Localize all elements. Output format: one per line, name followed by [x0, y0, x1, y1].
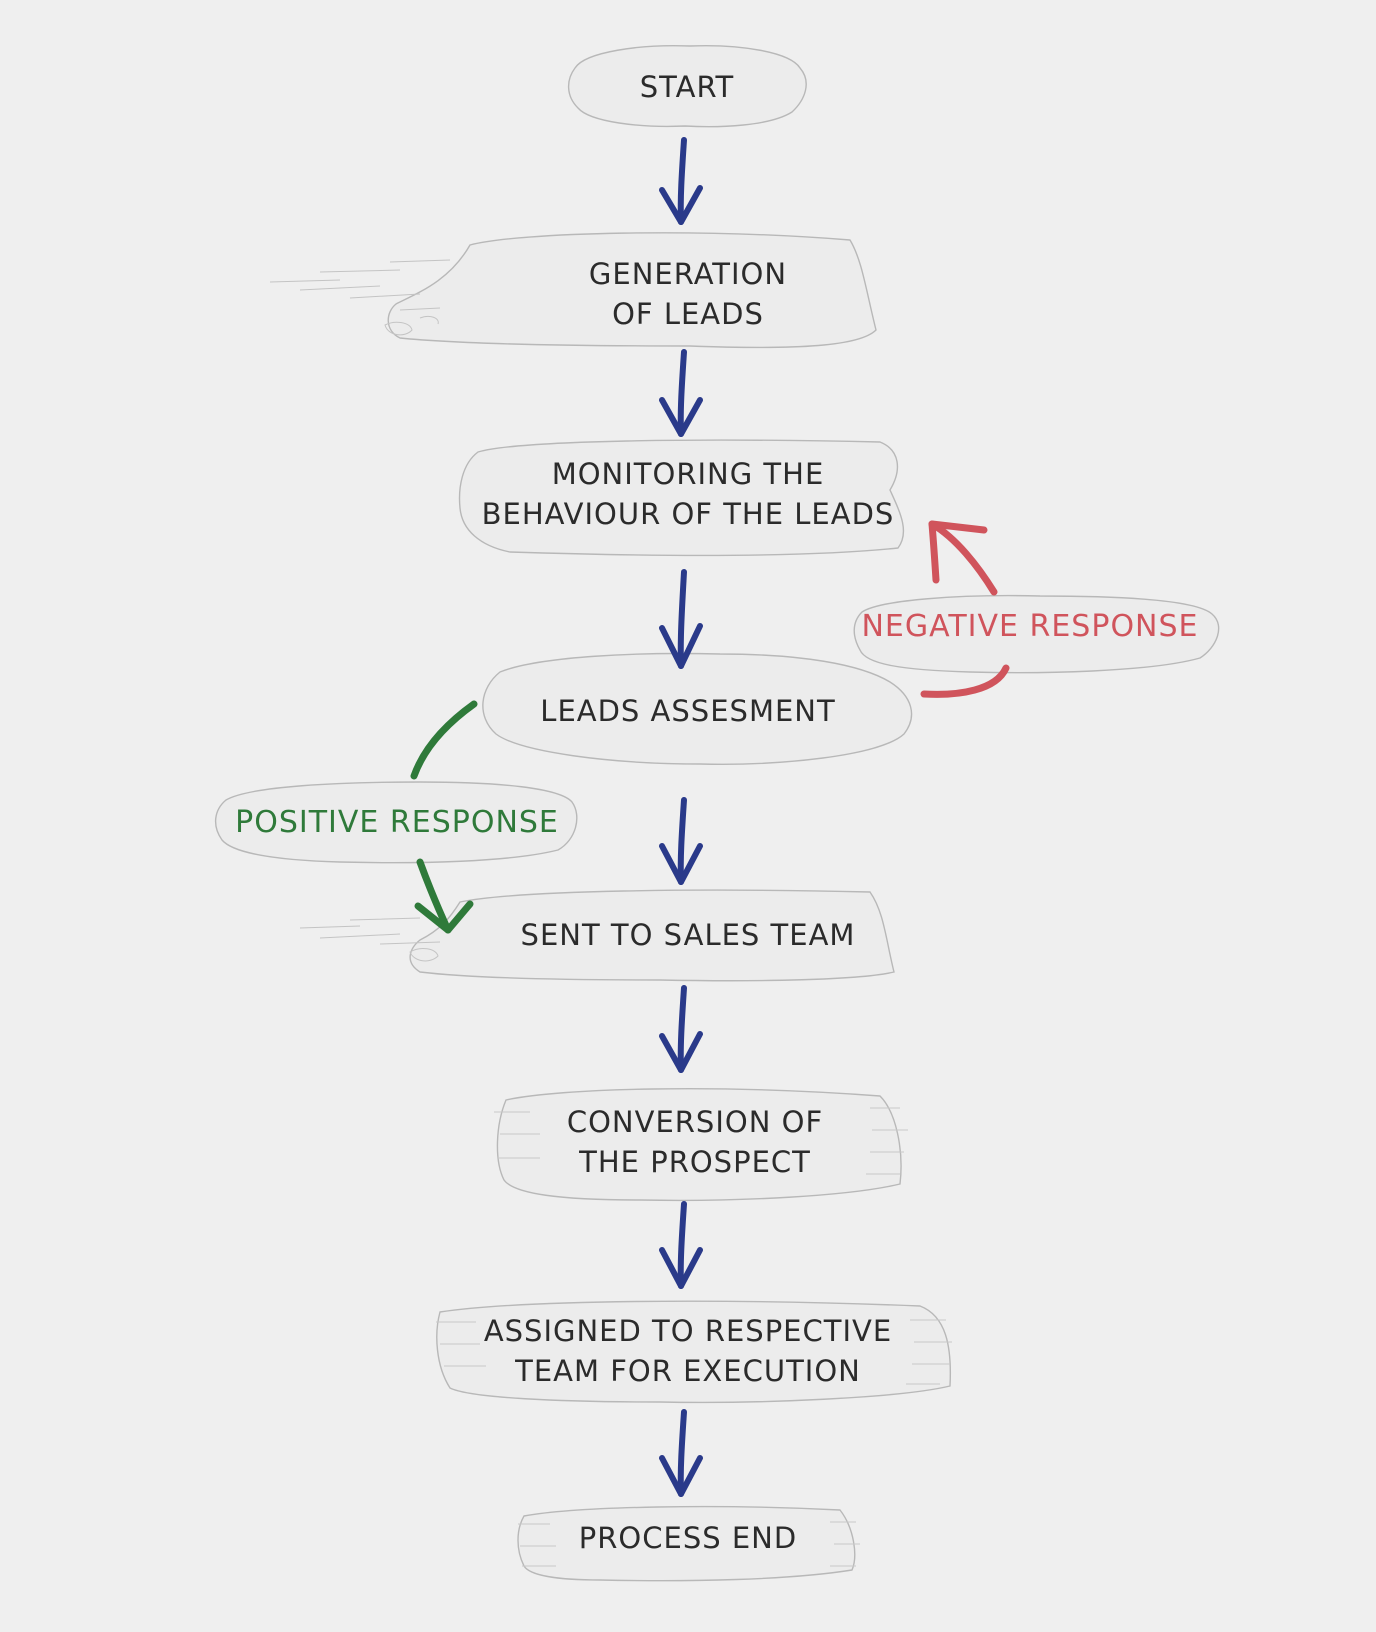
node-conversion-shape — [496, 1088, 902, 1202]
arrow-head — [659, 843, 703, 885]
node-assessment-shape — [482, 652, 913, 765]
arrow-shaft — [677, 137, 687, 225]
node-assigned-shape — [436, 1300, 952, 1404]
node-start-shape — [567, 45, 807, 128]
node-assessment-text: LEADS ASSESMENT — [540, 694, 835, 728]
arrow-head — [659, 623, 703, 669]
node-conversion-text-2: THE PROSPECT — [578, 1145, 811, 1179]
arrow-assigned-to-end — [659, 1409, 703, 1497]
arrow-head — [659, 185, 703, 225]
node-start-text: START — [640, 70, 734, 104]
node-monitoring-text: MONITORING THE — [552, 457, 825, 491]
node-assigned-text: ASSIGNED TO RESPECTIVE — [484, 1314, 892, 1348]
node-conversion-scribble — [494, 1107, 908, 1175]
node-sales-shape — [409, 889, 895, 982]
arrow-head — [659, 1031, 703, 1073]
arrow-shaft — [677, 1201, 687, 1289]
arrow-shaft — [677, 797, 687, 885]
negative-response-label: NEGATIVE RESPONSE — [861, 609, 1198, 644]
arrow-head — [659, 1247, 703, 1289]
positive-branch: POSITIVE RESPONSE — [215, 700, 578, 934]
node-end-shape — [517, 1505, 856, 1582]
node-generation-shape — [387, 232, 877, 349]
arrow-start-to-generation — [659, 137, 703, 225]
arrow-shaft — [677, 349, 687, 437]
node-end-text: PROCESS END — [579, 1521, 797, 1555]
node-generation-text: GENERATION — [589, 257, 787, 291]
negative-branch: NEGATIVE RESPONSE — [853, 520, 1220, 698]
node-end: PROCESS END — [517, 1505, 860, 1582]
arrow-conversion-to-assigned — [659, 1201, 703, 1289]
negative-arrow-head-icon — [928, 520, 988, 534]
arrow-sales-to-conversion — [659, 985, 703, 1073]
node-assessment: LEADS ASSESMENT — [482, 652, 913, 765]
arrow-head — [659, 397, 703, 437]
node-end-scribble — [518, 1521, 860, 1567]
node-assigned-scribble — [436, 1319, 952, 1385]
node-sales-text: SENT TO SALES TEAM — [521, 918, 856, 952]
node-sales-scribble — [299, 917, 441, 962]
node-assigned-text-2: TEAM FOR EXECUTION — [514, 1354, 861, 1388]
negative-label-shape — [853, 594, 1220, 674]
node-assigned: ASSIGNED TO RESPECTIVE TEAM FOR EXECUTIO… — [436, 1300, 952, 1404]
arrow-generation-to-monitoring — [659, 349, 703, 437]
node-monitoring-text-2: BEHAVIOUR OF THE LEADS — [482, 497, 895, 531]
arrow-monitoring-to-assessment — [659, 569, 703, 669]
node-conversion-text: CONVERSION OF — [567, 1105, 823, 1139]
flow-arrows — [659, 137, 703, 1497]
arrow-head — [659, 1455, 703, 1497]
arrow-shaft — [677, 985, 687, 1073]
arrow-shaft — [677, 1409, 687, 1497]
node-generation-text-2: OF LEADS — [612, 297, 764, 331]
node-monitoring: MONITORING THE BEHAVIOUR OF THE LEADS — [458, 439, 905, 557]
node-generation-scribble — [269, 259, 451, 336]
node-monitoring-shape — [458, 439, 905, 557]
node-sales: SENT TO SALES TEAM — [299, 889, 895, 982]
node-start: START — [567, 45, 807, 128]
node-conversion: CONVERSION OF THE PROSPECT — [494, 1088, 908, 1202]
positive-label-shape — [215, 781, 578, 864]
positive-response-label: POSITIVE RESPONSE — [235, 805, 559, 840]
positive-arrow-head-icon — [414, 900, 474, 934]
node-generation: GENERATION OF LEADS — [269, 232, 877, 349]
arrow-assessment-to-sales — [659, 797, 703, 885]
arrow-shaft — [677, 569, 687, 669]
